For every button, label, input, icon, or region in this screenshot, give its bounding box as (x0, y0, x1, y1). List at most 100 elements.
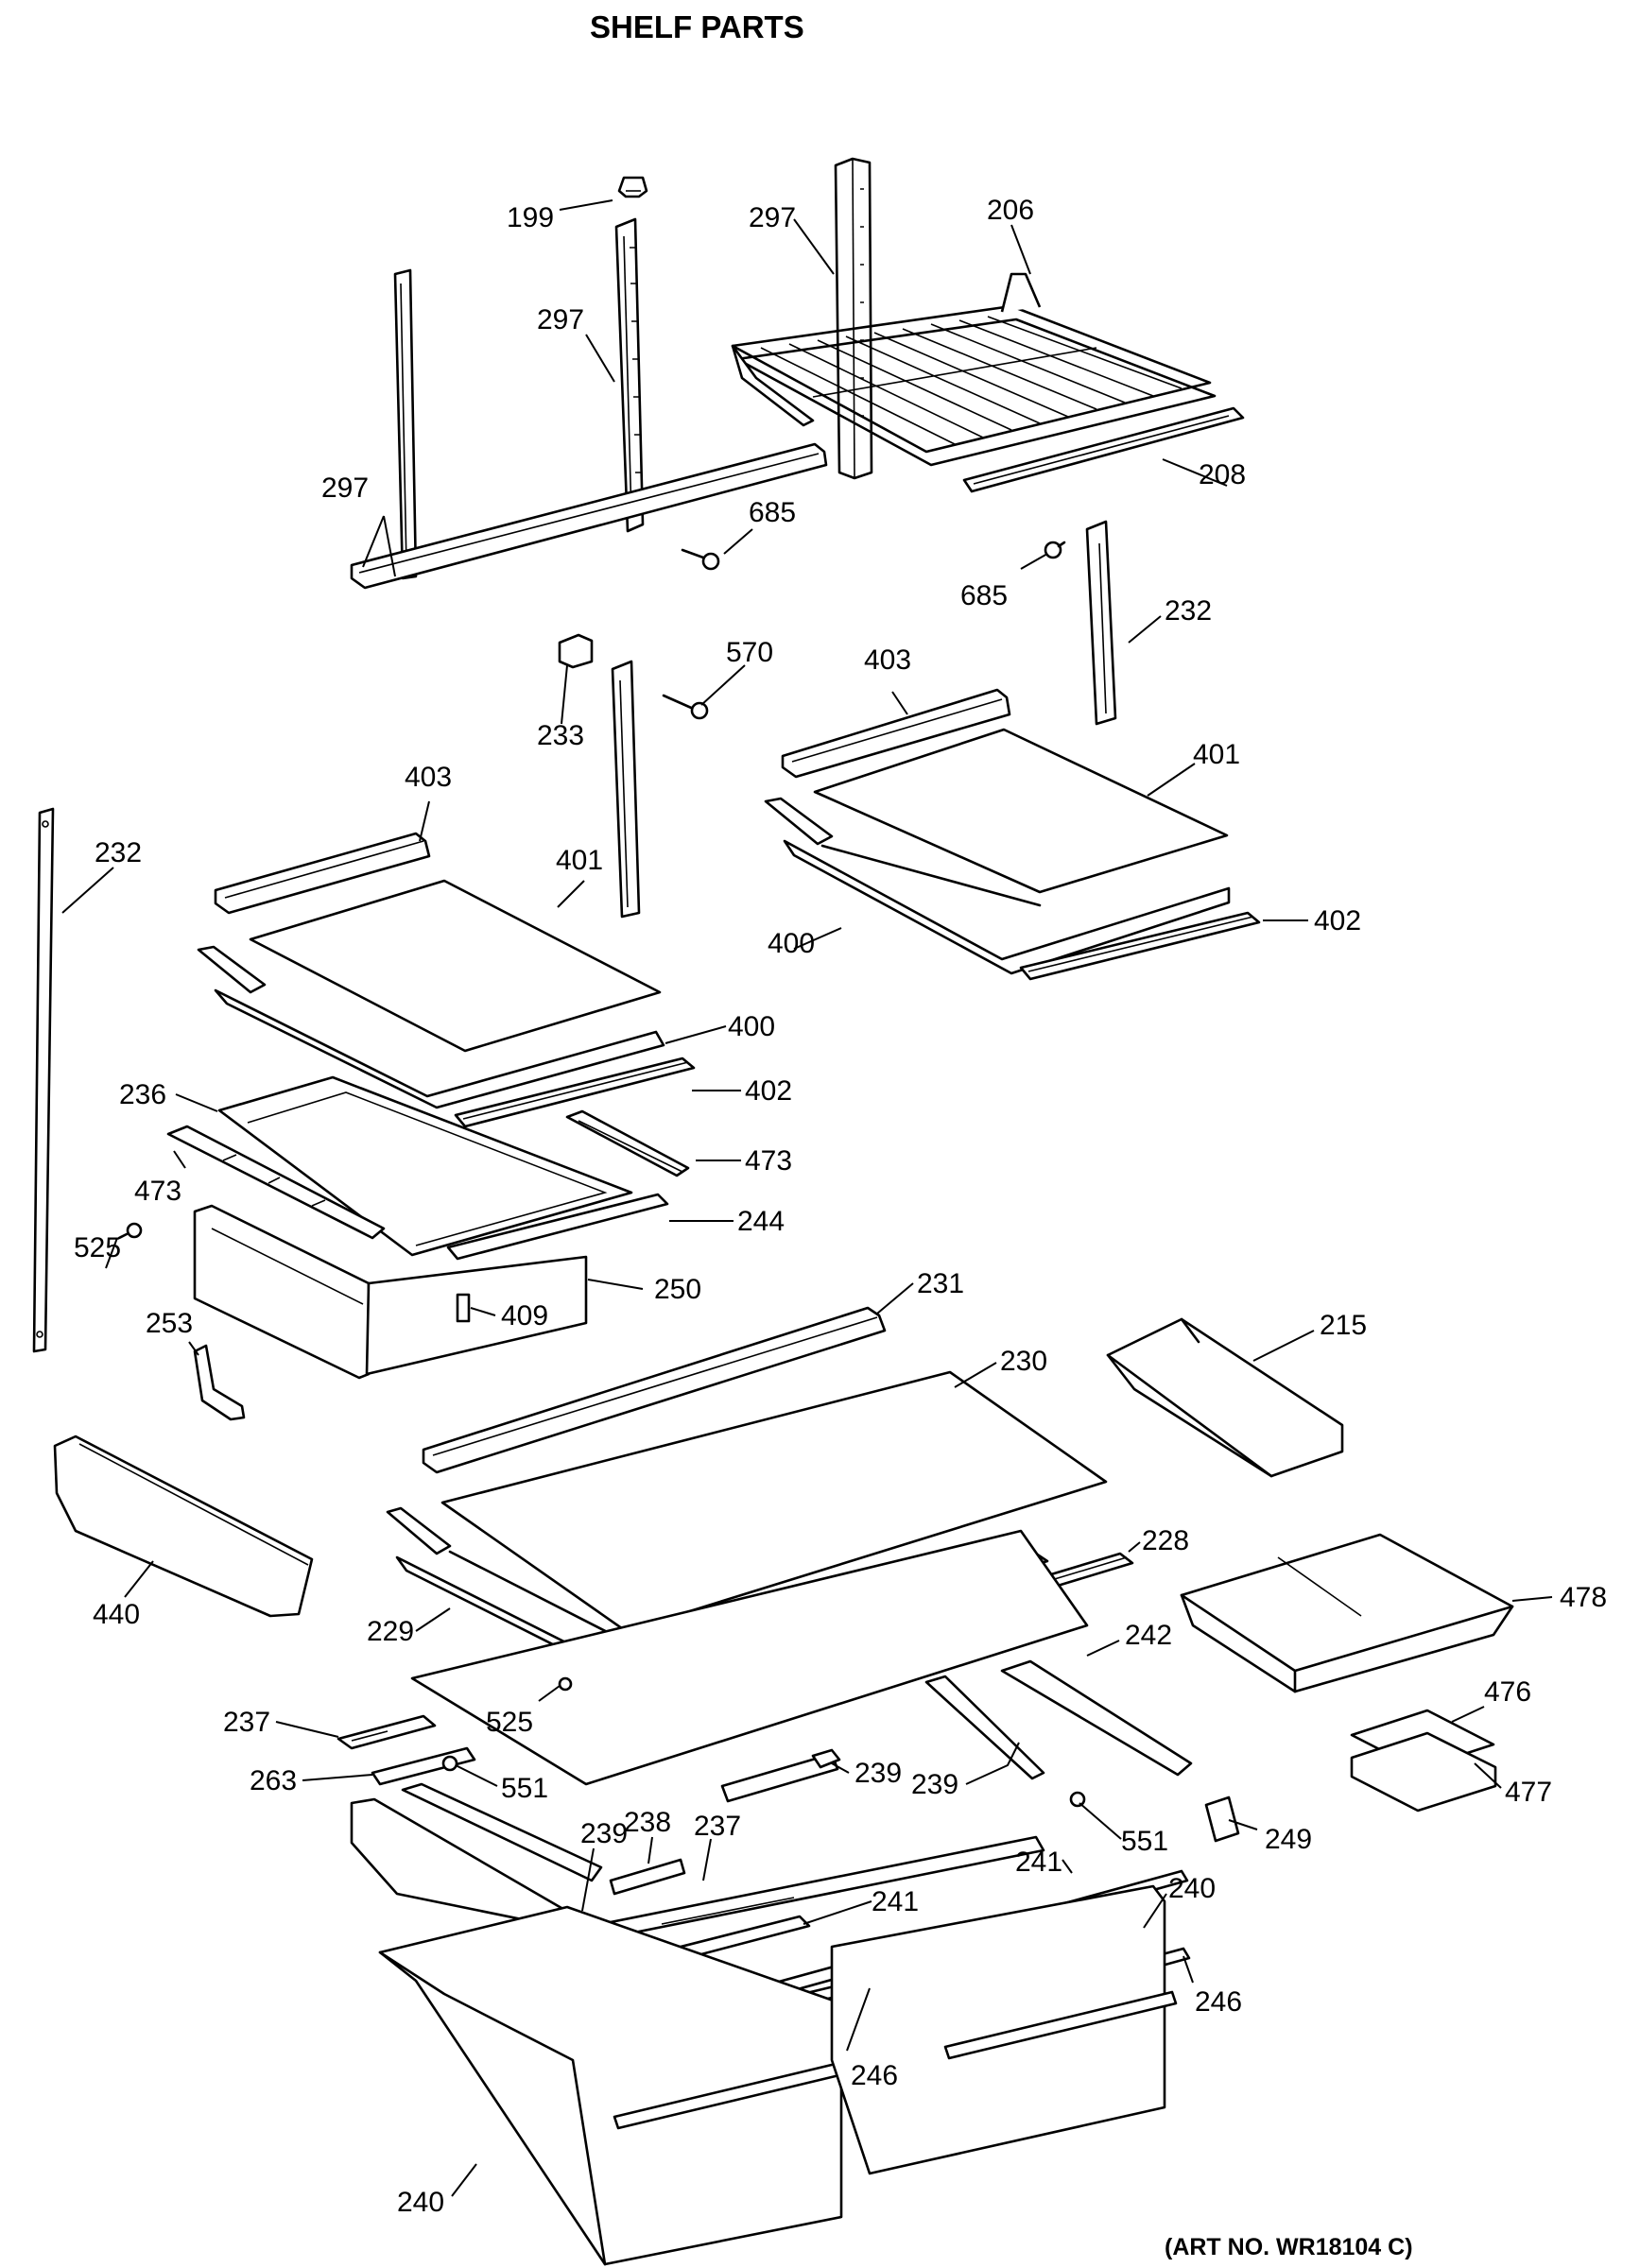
part-401-glass-right (813, 728, 1229, 894)
part-208-trim-strip (962, 406, 1245, 493)
part-551-screw-left (441, 1755, 458, 1772)
part-239-slide-center (720, 1748, 841, 1803)
label-208: 208 (1199, 459, 1246, 490)
label-402-left: 402 (745, 1075, 792, 1107)
label-240-right: 240 (1168, 1873, 1216, 1904)
part-402-trim-right (1019, 911, 1261, 981)
label-231: 231 (917, 1268, 964, 1299)
label-240-left: 240 (397, 2187, 444, 2218)
label-244: 244 (737, 1206, 785, 1237)
label-403-left: 403 (405, 762, 452, 793)
label-237-lower: 237 (694, 1811, 741, 1842)
part-244-trim (446, 1193, 669, 1261)
part-242-glass-cover (410, 1529, 1089, 1786)
art-number: (ART NO. WR18104 C) (1165, 2234, 1413, 2260)
label-473-right: 473 (745, 1145, 792, 1177)
label-241-left: 241 (872, 1886, 919, 1917)
label-246-right: 246 (1195, 1986, 1242, 2018)
label-409: 409 (501, 1300, 548, 1332)
part-232-rail-right (1085, 520, 1117, 726)
part-233-bracket (558, 633, 594, 669)
part-239-housing-left (350, 1782, 603, 1930)
label-297-center: 297 (537, 304, 584, 335)
label-253: 253 (146, 1308, 193, 1339)
label-400-right: 400 (768, 928, 815, 959)
label-239-center: 239 (855, 1758, 902, 1789)
part-240-crisper-right (830, 1884, 1178, 2175)
label-476: 476 (1484, 1676, 1531, 1708)
part-525-screw-left (117, 1222, 143, 1240)
label-206: 206 (987, 195, 1034, 226)
part-236-drawer-cover (217, 1075, 633, 1257)
label-238: 238 (624, 1807, 671, 1838)
part-297-rail-left (393, 268, 418, 580)
part-239-slide-right (924, 1659, 1193, 1780)
part-238-label (609, 1858, 686, 1896)
label-237-upper: 237 (223, 1707, 270, 1738)
leader-lines (61, 199, 1553, 2197)
part-232-rail-left (32, 807, 55, 1353)
part-206-wire-shelf (731, 272, 1217, 467)
part-403-trim-right (781, 688, 1011, 779)
label-232-right: 232 (1165, 595, 1212, 627)
part-478-snack-tray (1180, 1533, 1514, 1693)
part-473-slide-right (565, 1109, 690, 1177)
label-402-right: 402 (1314, 905, 1361, 936)
label-297-top: 297 (749, 202, 796, 233)
label-525-center: 525 (486, 1707, 533, 1738)
label-241-right: 241 (1015, 1847, 1062, 1878)
part-685-screw-right (1044, 541, 1066, 559)
part-402-trim-left (454, 1057, 696, 1128)
label-297-left: 297 (321, 472, 369, 504)
label-250: 250 (654, 1274, 701, 1305)
part-403-trim-left (214, 832, 431, 915)
label-685-left: 685 (749, 497, 796, 528)
part-685-screw-top (681, 548, 720, 571)
part-297-rail-center (614, 217, 645, 533)
label-242: 242 (1125, 1620, 1172, 1651)
part-551-screw-right (1069, 1791, 1086, 1808)
part-401-glass-left (249, 879, 662, 1053)
part-215-door-bin (1106, 1317, 1344, 1478)
part-231-trim-strip (422, 1306, 887, 1474)
part-400-frame-right (764, 797, 1231, 975)
part-230-glass-shelf (440, 1370, 1108, 1633)
label-478: 478 (1560, 1582, 1607, 1613)
part-570-screw (662, 694, 709, 720)
part-237-bracket-upper (337, 1714, 437, 1750)
part-250-drawer (193, 1204, 588, 1380)
label-199: 199 (507, 202, 554, 233)
label-215: 215 (1320, 1310, 1367, 1341)
part-409-label (456, 1293, 471, 1323)
part-232-rail-middle (611, 660, 641, 919)
part-473-slide-left (166, 1125, 386, 1240)
part-297-horizontal-rail (350, 442, 828, 590)
label-473-left: 473 (134, 1176, 181, 1207)
part-440-cover (53, 1435, 314, 1618)
part-240-crisper-left (378, 1905, 843, 2266)
label-228: 228 (1142, 1525, 1189, 1556)
page-title: SHELF PARTS (590, 9, 804, 44)
label-401-right: 401 (1193, 739, 1240, 770)
label-239-right: 239 (911, 1769, 958, 1800)
label-263: 263 (250, 1765, 297, 1796)
label-477: 477 (1505, 1777, 1552, 1808)
label-233: 233 (537, 720, 584, 751)
label-570: 570 (726, 637, 773, 668)
label-232-left: 232 (95, 837, 142, 868)
callout-labels: 199 297 206 297 208 297 685 685 232 570 … (74, 195, 1607, 2218)
part-253-latch (193, 1344, 246, 1421)
label-400-left: 400 (728, 1011, 775, 1042)
part-400-frame-left (197, 945, 665, 1109)
label-440: 440 (93, 1599, 140, 1630)
part-249-damper (1204, 1796, 1240, 1843)
part-199-clip (617, 176, 648, 198)
label-551-left: 551 (501, 1773, 548, 1804)
label-246-left: 246 (851, 2060, 898, 2091)
label-229: 229 (367, 1616, 414, 1647)
label-236: 236 (119, 1079, 166, 1110)
label-685-right: 685 (960, 580, 1008, 611)
label-230: 230 (1000, 1346, 1047, 1377)
part-477-container (1350, 1731, 1497, 1813)
